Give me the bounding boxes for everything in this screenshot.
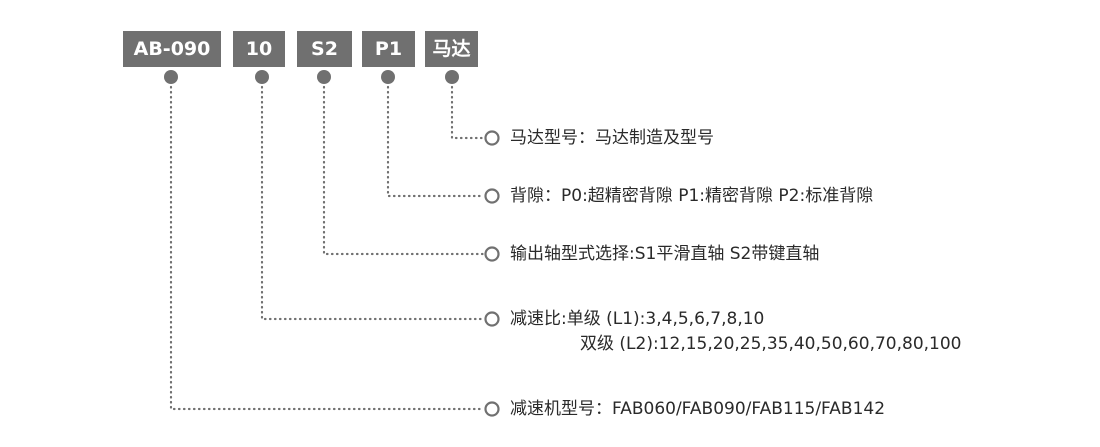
connector-ratio xyxy=(260,75,485,321)
backlash-code-box: P1 xyxy=(362,31,415,67)
model-dot xyxy=(164,70,178,84)
ratio-dot xyxy=(255,70,269,84)
backlash-dot xyxy=(381,70,395,84)
shaft-dot xyxy=(317,70,331,84)
motor-code-box: 马达 xyxy=(425,31,478,67)
shaft-code-box: S2 xyxy=(297,31,352,67)
ratio-description-l2: 双级 (L2):12,15,20,25,35,40,50,60,70,80,10… xyxy=(580,334,962,354)
motor-dot xyxy=(445,70,459,84)
backlash-ring xyxy=(484,188,500,204)
connector-model xyxy=(169,75,485,411)
model-code-box: AB-090 xyxy=(123,31,221,67)
model-ring xyxy=(484,401,500,417)
ratio-code-box: 10 xyxy=(233,31,285,67)
shaft-description: 输出轴型式选择:S1平滑直轴 S2带键直轴 xyxy=(510,244,820,264)
motor-ring xyxy=(484,130,500,146)
connector-motor xyxy=(450,75,485,140)
motor-description: 马达型号：马达制造及型号 xyxy=(510,128,714,148)
backlash-description: 背隙：P0:超精密背隙 P1:精密背隙 P2:标准背隙 xyxy=(510,186,874,206)
shaft-ring xyxy=(484,246,500,262)
connector-shaft xyxy=(322,75,485,256)
ratio-ring xyxy=(484,311,500,327)
model-description: 减速机型号：FAB060/FAB090/FAB115/FAB142 xyxy=(510,399,886,419)
ratio-description-l1: 减速比:单级 (L1):3,4,5,6,7,8,10 xyxy=(510,309,765,329)
connector-backlash xyxy=(386,75,485,198)
